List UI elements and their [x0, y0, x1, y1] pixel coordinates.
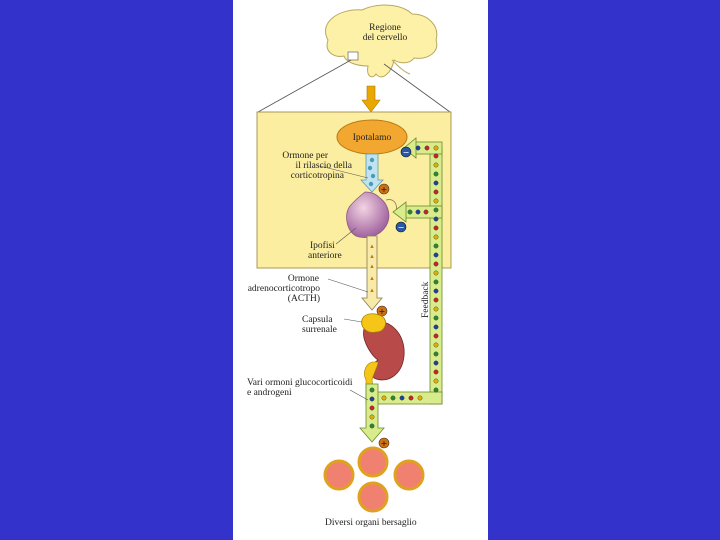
svg-text:▲: ▲ — [369, 264, 375, 270]
target-organs — [323, 446, 425, 513]
svg-text:−: − — [398, 223, 405, 232]
brain-label-line2: del cervello — [363, 33, 408, 43]
hormones-pointer-line — [349, 389, 369, 401]
hormone-dot — [433, 162, 439, 168]
hormones-label: Vari ormoni glucocorticoidi — [247, 378, 353, 388]
pituitary-label-line2: anteriore — [308, 251, 342, 261]
svg-text:▲: ▲ — [369, 244, 375, 250]
hormone-dot — [433, 243, 439, 249]
feedback-pipe — [359, 137, 443, 443]
hormone-dot — [433, 342, 439, 348]
pituitary-pointer-line — [335, 227, 357, 245]
hormone-dot — [399, 395, 405, 401]
svg-text:▲: ▲ — [369, 288, 375, 294]
hormone-dot — [369, 387, 375, 393]
target-organ-left — [323, 459, 355, 491]
hormone-dot — [433, 279, 439, 285]
acth-label-line3: (ACTH) — [288, 293, 320, 304]
svg-text:+: + — [381, 185, 388, 194]
zoom-line-left — [257, 59, 352, 113]
crh-label: Ormone per — [282, 151, 328, 161]
adrenal-label-line2: surrenale — [302, 325, 337, 335]
hormone-dot — [369, 423, 375, 429]
hormone-dot — [433, 145, 439, 151]
hormone-dot — [433, 378, 439, 384]
hormone-dot — [433, 189, 439, 195]
hormone-dot — [433, 333, 439, 339]
hormone-dot — [433, 207, 439, 213]
hormone-dots — [369, 145, 439, 429]
hormone-dot — [433, 387, 439, 393]
adrenal-label: Capsula — [302, 315, 333, 325]
hormone-dot — [433, 324, 439, 330]
crh-label-line2: il rilascio della — [296, 161, 353, 171]
inhibit-badge-hypothalamus: − — [400, 146, 412, 158]
svg-text:+: + — [379, 307, 386, 316]
hormone-dot — [433, 261, 439, 267]
hormone-dot — [433, 216, 439, 222]
hormone-dot — [407, 209, 413, 215]
hormone-dot — [433, 315, 439, 321]
stimulate-badge-crh: + — [378, 183, 390, 195]
svg-text:▲: ▲ — [369, 254, 375, 260]
svg-text:−: − — [403, 148, 410, 157]
hormone-dot — [433, 288, 439, 294]
stimulate-badge-targets: + — [378, 437, 390, 449]
acth-label: Ormone — [288, 274, 319, 284]
adrenal-pointer-line — [343, 318, 363, 323]
acth-pointer-line — [327, 278, 369, 293]
adrenal-gland-shape — [361, 313, 386, 333]
target-organ-right — [393, 459, 425, 491]
hormone-dot — [433, 153, 439, 159]
hormone-dot — [369, 396, 375, 402]
hormone-dot — [433, 171, 439, 177]
hormone-dot — [433, 351, 439, 357]
hormone-dot — [417, 395, 423, 401]
hormone-dot — [433, 225, 439, 231]
feedback-label: Feedback — [421, 281, 431, 318]
pituitary-label: Ipofisi — [310, 240, 335, 251]
down-arrow-icon — [361, 85, 381, 113]
svg-text:▲: ▲ — [369, 276, 375, 282]
hormone-dot — [369, 414, 375, 420]
hormone-dot — [433, 198, 439, 204]
hormone-dot — [390, 395, 396, 401]
diagram-panel — [233, 0, 488, 540]
target-organ-bottom — [357, 481, 389, 513]
inhibit-badge-pituitary: − — [395, 221, 407, 233]
hypothalamus-label: Ipotalamo — [353, 133, 392, 143]
hormone-dot — [433, 234, 439, 240]
hormone-dot — [424, 145, 430, 151]
hormone-dot — [433, 270, 439, 276]
hormone-dot — [408, 395, 414, 401]
hormone-dot — [381, 395, 387, 401]
hormone-dot — [433, 180, 439, 186]
hormone-dot — [433, 369, 439, 375]
acth-label-line2: adrenocorticotropo — [248, 284, 321, 294]
hormone-dot — [415, 145, 421, 151]
hormone-dot — [415, 209, 421, 215]
target-organ-top — [357, 446, 389, 478]
targets-label: Diversi organi bersaglio — [325, 518, 417, 528]
hormone-dot — [433, 252, 439, 258]
svg-text:+: + — [381, 439, 388, 448]
hormone-dot — [433, 297, 439, 303]
hormone-dot — [433, 306, 439, 312]
hormone-dot — [423, 209, 429, 215]
crh-arrow — [360, 153, 384, 193]
brain-label: Regione — [369, 23, 401, 33]
crh-pointer-line — [319, 165, 369, 179]
zoom-line-right — [383, 63, 451, 113]
crh-label-line3: corticotropina — [291, 171, 345, 181]
hormone-dot — [369, 405, 375, 411]
hormones-label-line2: e androgeni — [247, 388, 292, 398]
brain-icon — [325, 4, 438, 78]
hormone-dot — [433, 360, 439, 366]
